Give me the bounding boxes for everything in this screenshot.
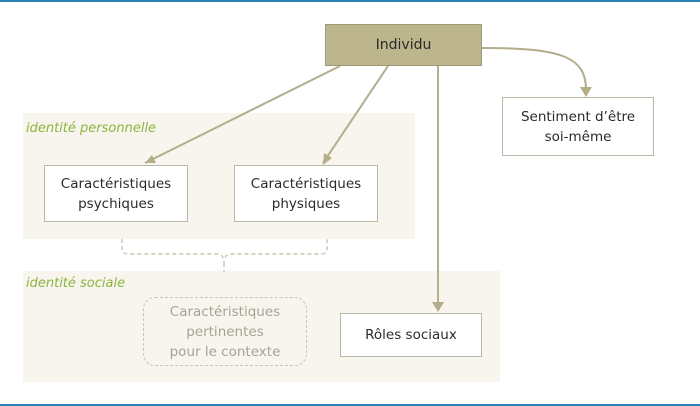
arrowhead-psychiques [145, 155, 156, 163]
node-physiques-label: Caractéristiques physiques [250, 175, 362, 212]
node-individu: Individu [325, 24, 482, 66]
arrowhead-roles [432, 302, 444, 312]
arrowhead-sentiment [580, 87, 592, 97]
node-roles-label: Rôles sociaux [365, 327, 457, 343]
dashed-brace [121, 239, 328, 264]
arrow-individu-physiques [322, 65, 389, 164]
arrowhead-physiques [323, 153, 332, 165]
label-identite-sociale: identité sociale [26, 276, 126, 291]
node-sentiment: Sentiment d’être soi-même [502, 97, 654, 156]
bottom-border-line [0, 404, 700, 406]
node-psychiques-label: Caractéristiques psychiques [60, 175, 172, 212]
top-border-line [0, 0, 700, 2]
node-caracteristiques-psychiques: Caractéristiques psychiques [44, 165, 188, 222]
node-contexte-label: Caractéristiques pertinentes pour le con… [169, 303, 281, 360]
arrow-individu-psychiques [144, 65, 341, 164]
node-individu-label: Individu [375, 37, 432, 53]
arrow-individu-sentiment [481, 47, 587, 91]
label-identite-personnelle: identité personnelle [26, 121, 157, 136]
node-sentiment-label: Sentiment d’être soi-même [520, 108, 636, 145]
node-caracteristiques-contexte: Caractéristiques pertinentes pour le con… [143, 297, 307, 366]
node-roles-sociaux: Rôles sociaux [340, 313, 482, 357]
node-caracteristiques-physiques: Caractéristiques physiques [234, 165, 378, 222]
